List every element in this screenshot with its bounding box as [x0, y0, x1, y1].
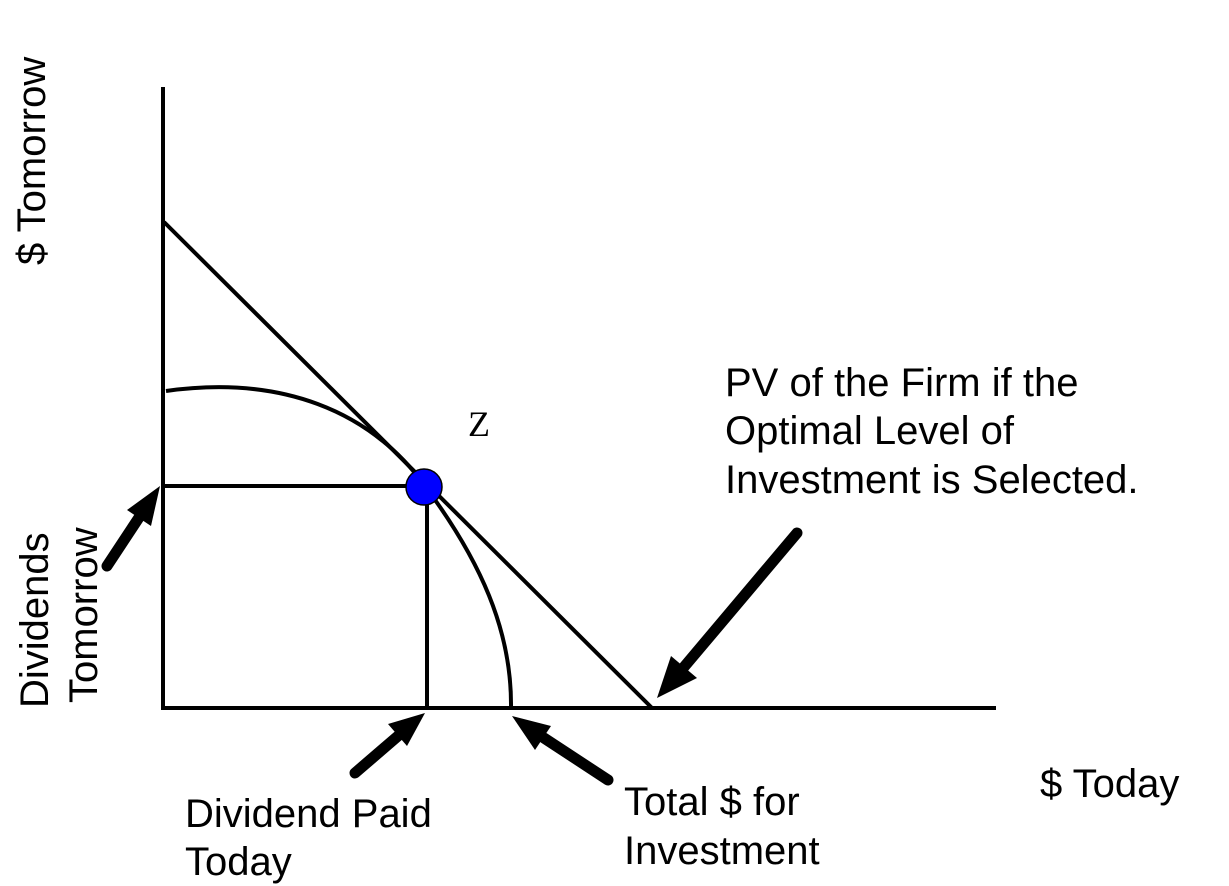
arrow-to-total-investment — [512, 716, 614, 786]
total-investment-line-2: Investment — [624, 829, 820, 873]
point-z-label: Z — [468, 404, 490, 444]
dividends-tomorrow-annotation: Dividends Tomorrow — [13, 521, 106, 708]
dividends-tomorrow-line-2: Tomorrow — [62, 527, 106, 703]
pv-annotation-line-2: Optimal Level of — [725, 409, 1015, 453]
total-investment-line-1: Total $ for — [624, 780, 800, 824]
dividend-paid-line-2: Today — [185, 840, 292, 884]
pv-annotation: PV of the Firm if the Optimal Level of I… — [725, 361, 1139, 502]
dividend-paid-line-1: Dividend Paid — [185, 792, 432, 836]
x-axis-label: $ Today — [1040, 762, 1179, 806]
optimal-point-z — [405, 468, 443, 506]
total-investment-annotation: Total $ for Investment — [624, 780, 820, 873]
arrow-to-dividends-tomorrow — [101, 486, 160, 572]
pv-annotation-line-3: Investment is Selected. — [725, 458, 1139, 502]
investment-opportunity-curve — [165, 385, 514, 709]
dividend-paid-today-annotation: Dividend Paid Today — [185, 792, 443, 884]
y-axis-label: $ Tomorrow — [10, 57, 54, 265]
dividends-tomorrow-line-1: Dividends — [13, 532, 57, 708]
arrow-to-dividend-paid-today — [349, 713, 425, 779]
arrow-to-pv-of-firm — [657, 527, 803, 698]
pv-annotation-line-1: PV of the Firm if the — [725, 361, 1078, 405]
